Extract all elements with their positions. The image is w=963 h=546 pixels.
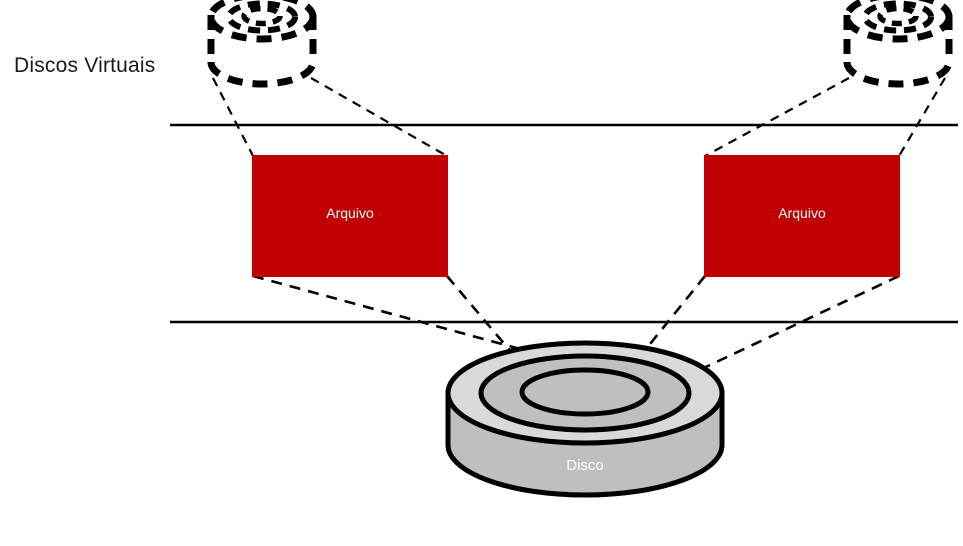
file-rect-right[interactable] <box>704 155 900 277</box>
virtual-disk-left-top-ring-mid <box>226 0 298 34</box>
connector-vdisk-left-to-file-left-inner <box>310 77 448 157</box>
physical-disk[interactable] <box>445 340 725 498</box>
connector-vdisk-right-to-file-right-outer <box>898 77 946 157</box>
virtual-disk-right-top-ring-inner <box>877 5 919 27</box>
file-rect-left[interactable] <box>252 155 448 277</box>
virtual-disk-right[interactable] <box>843 0 953 88</box>
disk-top-ring-inner <box>519 367 651 417</box>
connector-file-left-to-disk-outer <box>252 274 664 390</box>
connector-vdisk-left-to-file-left-outer <box>212 77 254 157</box>
connectors-vdisk-to-file <box>212 77 946 157</box>
virtual-disk-left-bottom-arc <box>207 61 317 88</box>
virtual-disk-left-top-ring-inner <box>241 5 283 27</box>
virtual-disk-left[interactable] <box>207 0 317 88</box>
connector-file-right-to-disk-outer <box>675 274 900 383</box>
connector-vdisk-right-to-file-right-inner <box>704 77 850 157</box>
separator-lines <box>170 123 958 324</box>
virtual-disk-left-top-outer <box>207 0 317 43</box>
virtual-disk-right-top-ring-mid <box>862 0 934 34</box>
virtual-disk-right-top-outer <box>843 0 953 43</box>
virtual-disk-right-bottom-arc <box>843 61 953 88</box>
